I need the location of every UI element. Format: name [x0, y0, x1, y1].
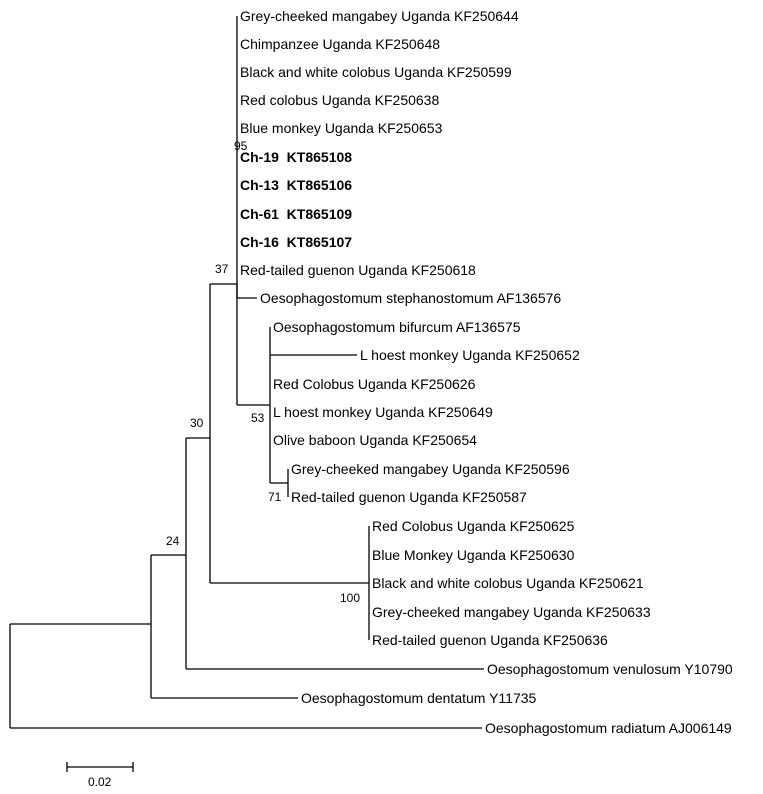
- bootstrap-100: 100: [340, 591, 360, 605]
- leaf-label: Blue monkey Uganda KF250653: [240, 120, 443, 136]
- leaf-label: Red-tailed guenon Uganda KF250618: [240, 262, 476, 278]
- leaf-label: Oesophagostomum venulosum Y10790: [487, 661, 733, 677]
- leaf-label: L hoest monkey Uganda KF250649: [273, 404, 493, 420]
- bootstrap-30: 30: [190, 416, 204, 430]
- leaf-label: Blue Monkey Uganda KF250630: [372, 547, 575, 563]
- leaf-label: Oesophagostomum radiatum AJ006149: [485, 720, 732, 736]
- leaf-label: Grey-cheeked mangabey Uganda KF250596: [291, 461, 570, 477]
- leaf-labels: Grey-cheeked mangabey Uganda KF250644Chi…: [240, 8, 733, 736]
- leaf-label: Ch-61 KT865109: [240, 206, 352, 222]
- leaf-label: Ch-13 KT865106: [240, 177, 352, 193]
- scale-bar-label: 0.02: [88, 775, 112, 789]
- tree-branches: [9, 16, 484, 729]
- leaf-label: Red colobus Uganda KF250638: [240, 92, 439, 108]
- leaf-label: Chimpanzee Uganda KF250648: [240, 36, 440, 52]
- leaf-label: Black and white colobus Uganda KF250599: [240, 64, 512, 80]
- scale-bar: 0.02: [66, 762, 134, 789]
- leaf-label: Oesophagostomum stephanostomum AF136576: [260, 290, 561, 306]
- bootstrap-labels: 95 37 53 71 30 24 100: [166, 139, 360, 605]
- leaf-label: Red Colobus Uganda KF250626: [273, 376, 476, 392]
- leaf-label: Ch-19 KT865108: [240, 149, 352, 165]
- bootstrap-37: 37: [215, 262, 229, 276]
- leaf-label: Olive baboon Uganda KF250654: [273, 432, 477, 448]
- bootstrap-95: 95: [234, 139, 248, 153]
- leaf-label: Red Colobus Uganda KF250625: [372, 518, 575, 534]
- bootstrap-24: 24: [166, 534, 180, 548]
- leaf-label: Red-tailed guenon Uganda KF250587: [291, 489, 527, 505]
- leaf-label: Grey-cheeked mangabey Uganda KF250644: [240, 8, 519, 24]
- bootstrap-53: 53: [251, 411, 265, 425]
- leaf-label: L hoest monkey Uganda KF250652: [360, 347, 580, 363]
- leaf-label: Oesophagostomum bifurcum AF136575: [273, 319, 521, 335]
- leaf-label: Ch-16 KT865107: [240, 234, 352, 250]
- bootstrap-71: 71: [268, 490, 282, 504]
- leaf-label: Oesophagostomum dentatum Y11735: [301, 690, 537, 706]
- leaf-label: Grey-cheeked mangabey Uganda KF250633: [372, 604, 651, 620]
- leaf-label: Red-tailed guenon Uganda KF250636: [372, 632, 608, 648]
- leaf-label: Black and white colobus Uganda KF250621: [372, 575, 644, 591]
